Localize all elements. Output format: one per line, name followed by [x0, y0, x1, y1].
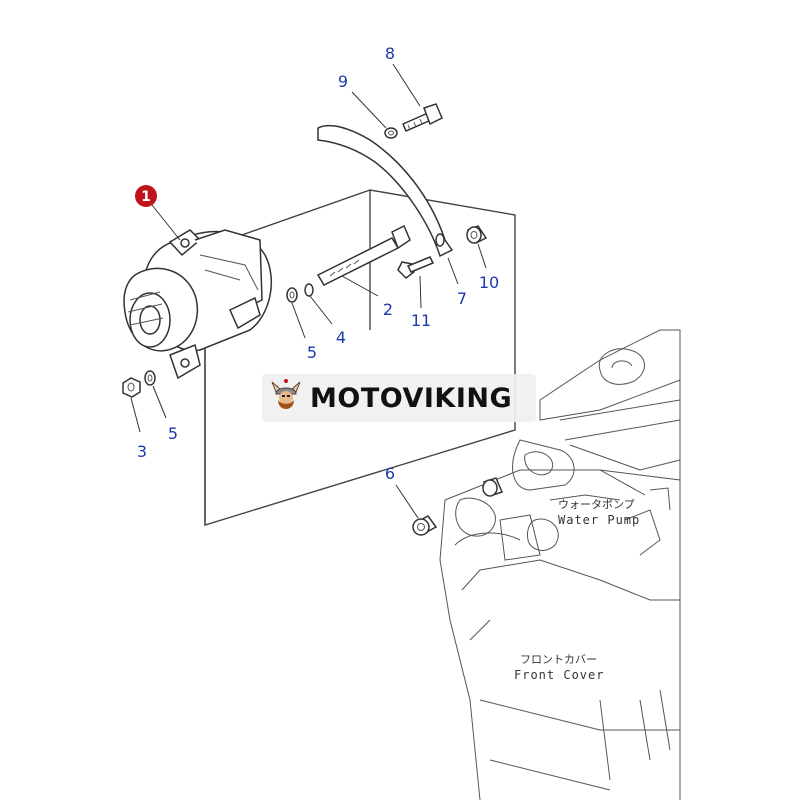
bushing: [482, 477, 504, 497]
front-cover-label-jp: フロントカバー: [520, 653, 597, 666]
callout-1: 1: [141, 189, 151, 205]
leader-11: [419, 275, 422, 309]
callout-7: 7: [457, 289, 467, 308]
viking-icon: [262, 374, 310, 422]
callout-5-lower: 5: [168, 424, 178, 443]
callout-6: 6: [385, 464, 395, 483]
leader-10: [477, 243, 487, 269]
watermark-text: MOTOVIKING: [310, 382, 513, 414]
bolt-8: [402, 103, 443, 132]
watermark: MOTOVIKING: [262, 374, 536, 422]
alternator: [123, 189, 516, 526]
bracket-slot: [435, 233, 445, 247]
bolt-11: [397, 256, 435, 279]
callout-4: 4: [336, 328, 346, 347]
water-pump-label-jp: ウォータポンプ: [558, 498, 635, 511]
callout-5-upper: 5: [307, 343, 317, 362]
leader-2: [341, 275, 379, 297]
leader-8: [392, 63, 421, 107]
leader-5a: [291, 302, 306, 339]
callout-1-badge: [135, 185, 157, 207]
washer-5-lower: [144, 370, 156, 386]
callout-10: 10: [479, 273, 499, 292]
leader-1: [151, 204, 181, 241]
engine-block: [439, 329, 681, 800]
spacer-10: [466, 225, 488, 244]
leader-9: [351, 91, 387, 129]
leader-3: [130, 397, 141, 433]
spacer-6: [412, 515, 438, 536]
callout-3: 3: [137, 442, 147, 461]
front-cover-label-en: Front Cover: [514, 668, 604, 682]
callout-9: 9: [338, 72, 348, 91]
callout-11: 11: [411, 311, 431, 330]
callout-8: 8: [385, 44, 395, 63]
washer-9: [384, 127, 398, 139]
washer-5-upper: [286, 287, 298, 303]
adjust-bracket: [317, 124, 454, 258]
nut-3: [122, 377, 141, 398]
leader-7: [447, 257, 459, 285]
callout-2: 2: [383, 300, 393, 319]
water-pump-label-en: Water Pump: [558, 513, 640, 527]
leader-6: [395, 484, 419, 519]
leader-4: [309, 295, 333, 325]
long-bolt: [316, 224, 411, 286]
leader-5b: [152, 385, 167, 419]
lock-washer-4: [304, 283, 314, 297]
